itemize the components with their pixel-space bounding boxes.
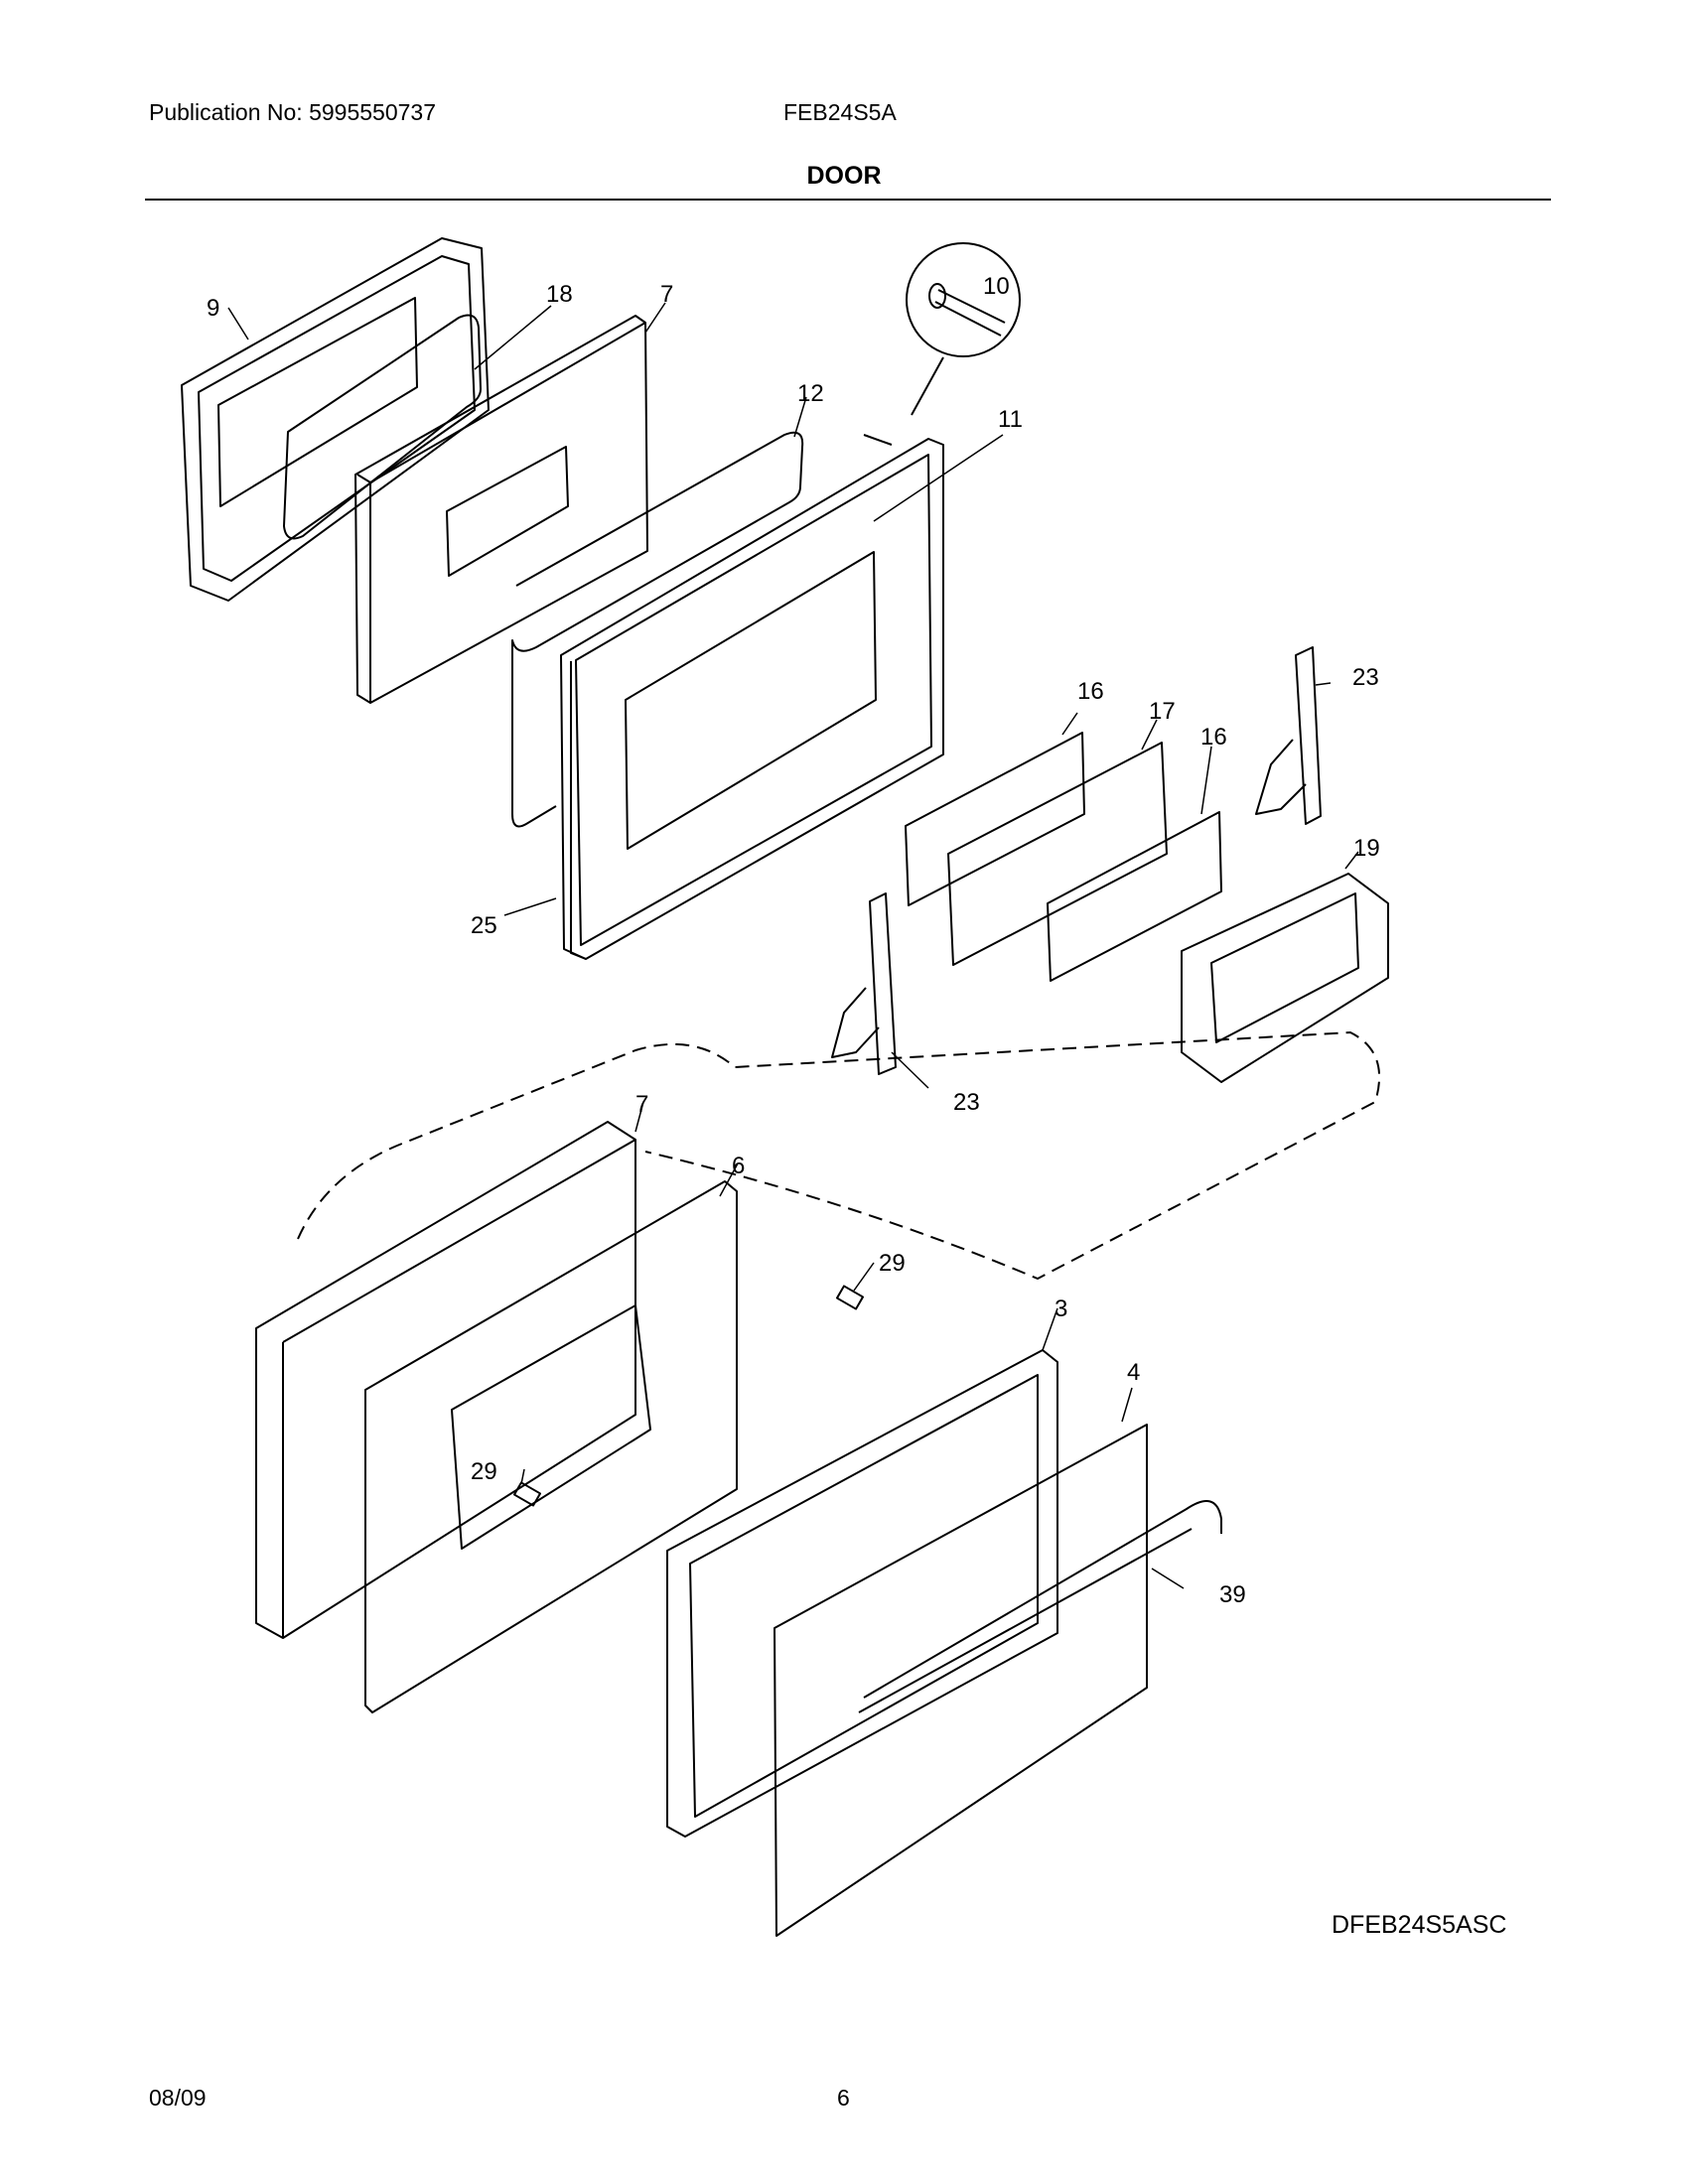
- part-7-upper-insulation: [354, 315, 648, 704]
- callout-39: 39: [1219, 1581, 1246, 1608]
- assembly-group-boundary: [297, 1031, 1381, 1280]
- part-23-hinge-left: [831, 892, 897, 1075]
- part-25-inner-liner: [560, 438, 944, 960]
- part-23-hinge-right: [1255, 646, 1322, 825]
- section-title: DOOR: [806, 162, 882, 190]
- part-17-glass-spacer: [947, 742, 1168, 966]
- part-29-spacer-lower: [512, 1481, 542, 1507]
- part-7-lower-insulation: [255, 1121, 636, 1639]
- part-18-gasket: [283, 314, 482, 540]
- publication-number: Publication No: 5995550737: [149, 99, 437, 125]
- part-3-door-frame: [666, 1349, 1058, 1838]
- callout-18: 18: [546, 281, 573, 308]
- callout-12: 12: [797, 380, 824, 407]
- part-19-retainer-frame: [1181, 873, 1389, 1083]
- callout-29-lower: 29: [471, 1458, 497, 1485]
- callout-17: 17: [1149, 698, 1176, 725]
- part-4-outer-glass: [774, 1424, 1148, 1937]
- callout-29-upper: 29: [879, 1250, 906, 1277]
- leader-lines: [227, 302, 1359, 1589]
- callout-16-upper: 16: [1077, 678, 1104, 705]
- callout-11: 11: [998, 406, 1023, 433]
- callout-10: 10: [983, 273, 1010, 300]
- page-number: 6: [837, 2085, 850, 2111]
- header-rule: [145, 199, 1551, 201]
- part-9-outer-frame: [181, 237, 490, 602]
- callout-9: 9: [207, 295, 219, 322]
- callout-3: 3: [1055, 1296, 1067, 1322]
- part-39-handle: [858, 1500, 1222, 1713]
- part-16-glass-lower: [1047, 811, 1222, 982]
- part-10-screw: [863, 242, 1021, 446]
- callout-7-lower: 7: [635, 1091, 648, 1118]
- model-number: FEB24S5A: [783, 99, 897, 125]
- callout-23-left: 23: [953, 1089, 980, 1116]
- callout-16-lower: 16: [1200, 724, 1227, 751]
- part-12-rope-gasket: [511, 431, 804, 828]
- part-16-glass-upper: [905, 732, 1085, 906]
- callout-4: 4: [1127, 1359, 1140, 1386]
- drawing-code: DFEB24S5ASC: [1332, 1911, 1507, 1939]
- footer-date: 08/09: [149, 2085, 207, 2111]
- callout-19: 19: [1353, 835, 1380, 862]
- callout-23-right: 23: [1352, 664, 1379, 691]
- part-6-inner-panel: [364, 1180, 738, 1713]
- callout-6: 6: [732, 1153, 745, 1179]
- part-29-spacer-upper: [835, 1285, 865, 1310]
- callout-25: 25: [471, 912, 497, 939]
- callout-7-upper: 7: [660, 281, 673, 308]
